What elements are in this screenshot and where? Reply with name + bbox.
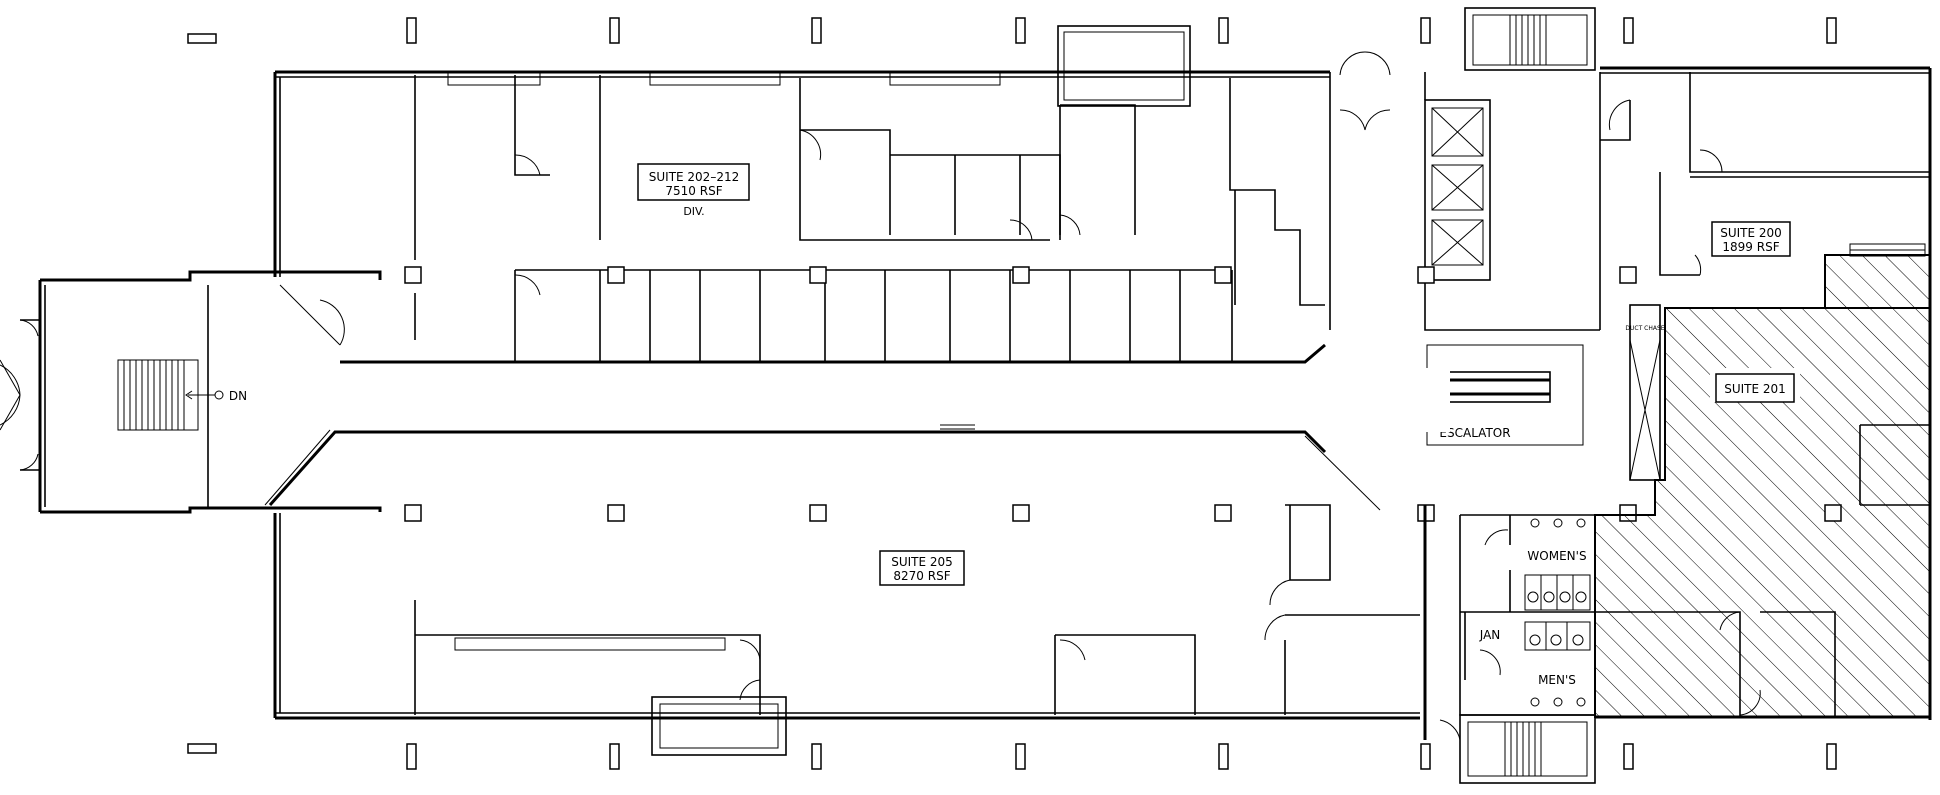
suite-201-name: SUITE 201 [1724, 382, 1786, 396]
main-corridor [264, 284, 1381, 511]
suite-202-note: DIV. [683, 205, 704, 218]
core: ESCALATOR DUCT CHASE [1329, 7, 1665, 784]
west-stair-wing: DN [0, 270, 382, 514]
janitor-label: JAN [1479, 628, 1501, 642]
suite-202-area: 7510 RSF [665, 184, 722, 198]
women-fixtures [1524, 518, 1591, 611]
stair-dn-label: DN [229, 389, 247, 403]
men-fixtures [1524, 621, 1591, 707]
stair-treads [123, 360, 185, 430]
suite-200-area: 1899 RSF [1722, 240, 1779, 254]
restrooms: WOMEN'S MEN'S JAN [1459, 514, 1596, 716]
suite-200-name: SUITE 200 [1720, 226, 1782, 240]
suite-202-offices [404, 25, 1325, 522]
suite-200-label: SUITE 200 1899 RSF [1711, 221, 1791, 257]
suite-200-rooms [1599, 72, 1930, 330]
suite-202-label: SUITE 202–212 7510 RSF DIV. [637, 163, 750, 218]
suite-201-label: SUITE 201 [1715, 373, 1795, 403]
womens-label: WOMEN'S [1527, 549, 1586, 563]
south-stair-treads [1504, 722, 1542, 776]
mens-label: MEN'S [1538, 673, 1576, 687]
suite-205-area: 8270 RSF [893, 569, 950, 583]
escalator-label: ESCALATOR [1439, 426, 1510, 440]
suite-205-label: SUITE 205 8270 RSF [879, 550, 965, 586]
perimeter-columns [187, 17, 1837, 770]
suite-205-name: SUITE 205 [891, 555, 953, 569]
suite-205-rooms [414, 504, 1420, 756]
north-stair-treads [1509, 15, 1547, 65]
suite-202-name: SUITE 202–212 [649, 170, 739, 184]
duct-chase-label: DUCT CHASE [1625, 325, 1664, 332]
